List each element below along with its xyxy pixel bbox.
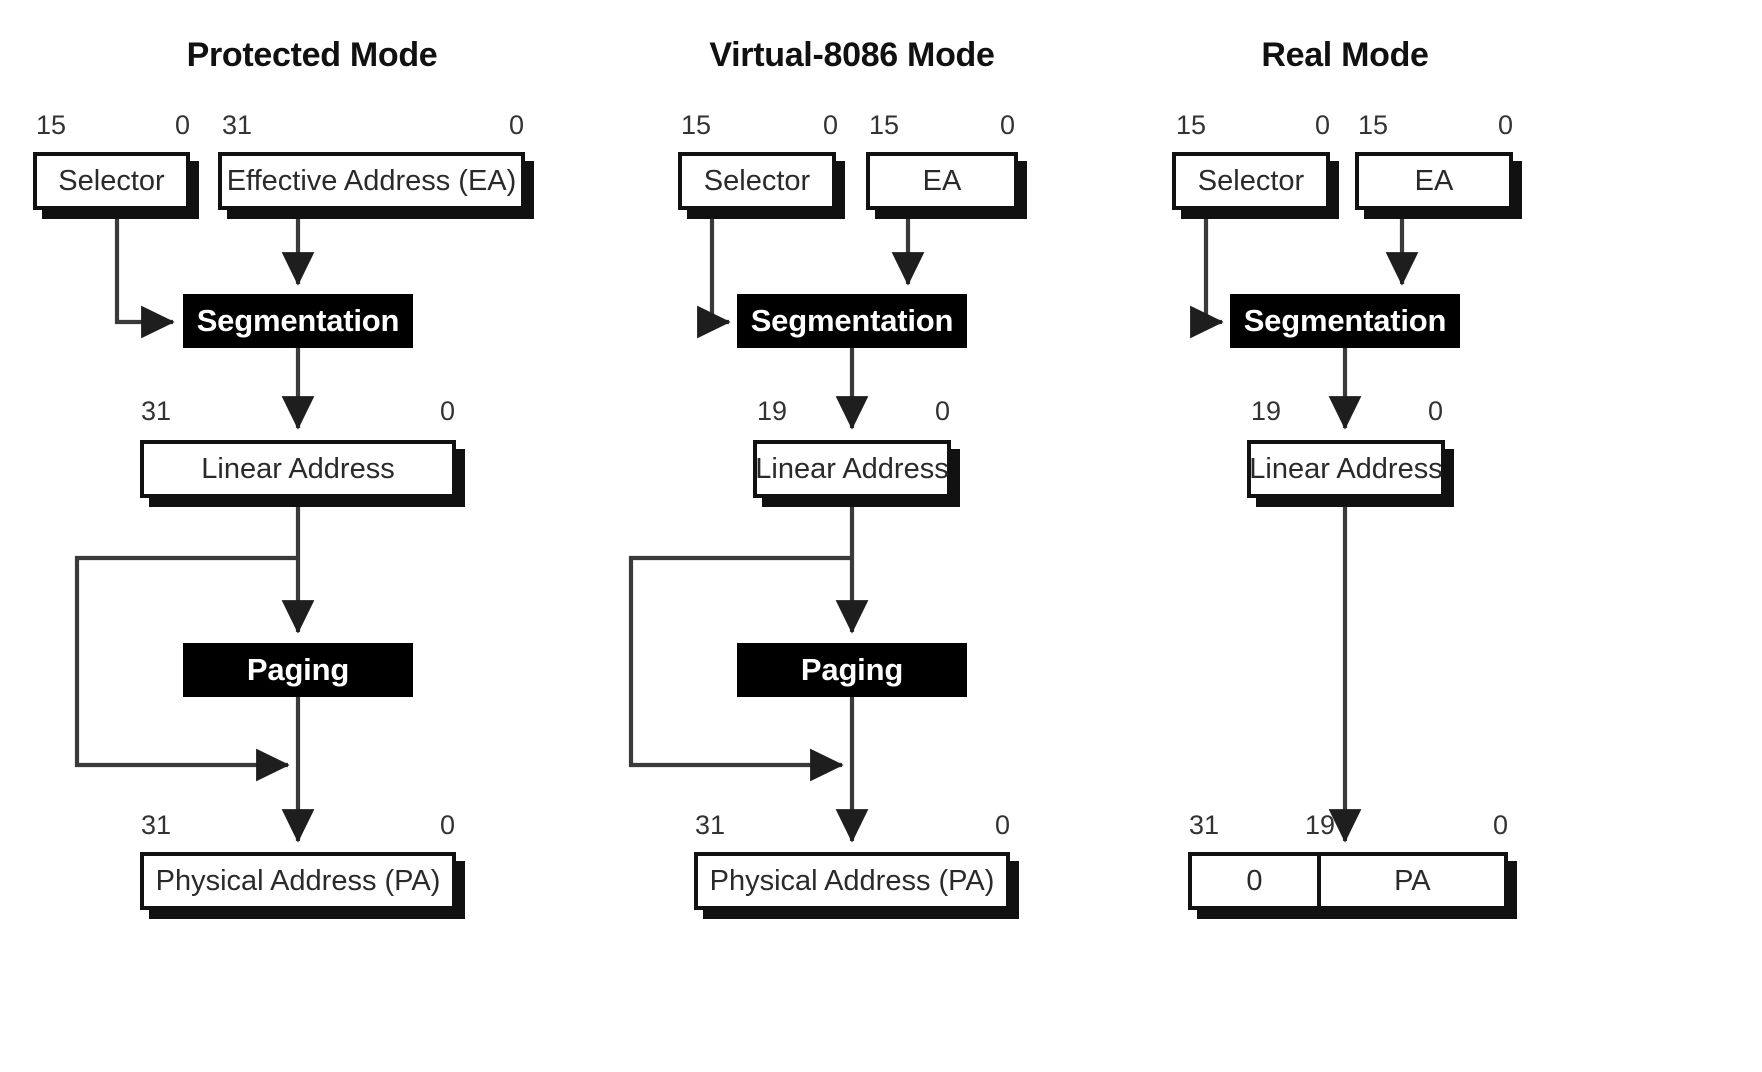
block-protected-segmentation: Segmentation (183, 294, 413, 348)
tick-virtual-selector-low: 0 (822, 110, 838, 140)
cell-real-pa-value: PA (1316, 856, 1504, 906)
tick-real-selector-high: 15 (1176, 110, 1207, 140)
tick-virtual-pa-high: 31 (695, 810, 726, 840)
tick-protected-selector-high: 15 (36, 110, 67, 140)
block-virtual-paging: Paging (737, 643, 967, 697)
column-title-virtual-8086-mode: Virtual-8086 Mode (709, 36, 995, 74)
tick-real-linear-high: 19 (1251, 396, 1282, 426)
tick-virtual-linear-high: 19 (757, 396, 788, 426)
tick-real-linear-low: 0 (1427, 396, 1443, 426)
tick-real-pa-mid: 19 (1305, 810, 1336, 840)
box-protected-physical-address: Physical Address (PA) (140, 852, 456, 910)
box-virtual-effective-address: EA (866, 152, 1018, 210)
box-virtual-linear-address: Linear Address (753, 440, 951, 498)
tick-protected-selector-low: 0 (174, 110, 190, 140)
tick-protected-pa-high: 31 (141, 810, 172, 840)
tick-protected-ea-low: 0 (508, 110, 524, 140)
tick-protected-linear-low: 0 (439, 396, 455, 426)
box-real-physical-address: 0 PA (1188, 852, 1508, 910)
column-title-protected-mode: Protected Mode (186, 36, 438, 74)
box-protected-effective-address: Effective Address (EA) (218, 152, 525, 210)
tick-real-ea-low: 0 (1497, 110, 1513, 140)
box-real-effective-address: EA (1355, 152, 1513, 210)
tick-real-selector-low: 0 (1314, 110, 1330, 140)
tick-real-ea-high: 15 (1358, 110, 1389, 140)
box-protected-linear-address: Linear Address (140, 440, 456, 498)
tick-protected-ea-high: 31 (222, 110, 253, 140)
tick-virtual-pa-low: 0 (994, 810, 1010, 840)
tick-virtual-selector-high: 15 (681, 110, 712, 140)
box-protected-selector: Selector (33, 152, 190, 210)
tick-protected-pa-low: 0 (439, 810, 455, 840)
tick-real-pa-low: 0 (1492, 810, 1508, 840)
block-virtual-segmentation: Segmentation (737, 294, 967, 348)
block-protected-paging: Paging (183, 643, 413, 697)
tick-virtual-linear-low: 0 (934, 396, 950, 426)
block-real-segmentation: Segmentation (1230, 294, 1460, 348)
tick-real-pa-high: 31 (1189, 810, 1220, 840)
box-real-selector: Selector (1172, 152, 1330, 210)
box-virtual-selector: Selector (678, 152, 836, 210)
box-virtual-physical-address: Physical Address (PA) (694, 852, 1010, 910)
box-real-linear-address: Linear Address (1247, 440, 1445, 498)
cell-real-pa-zero: 0 (1246, 864, 1263, 897)
tick-virtual-ea-high: 15 (869, 110, 900, 140)
tick-virtual-ea-low: 0 (999, 110, 1015, 140)
column-title-real-mode: Real Mode (1261, 36, 1429, 74)
tick-protected-linear-high: 31 (141, 396, 172, 426)
